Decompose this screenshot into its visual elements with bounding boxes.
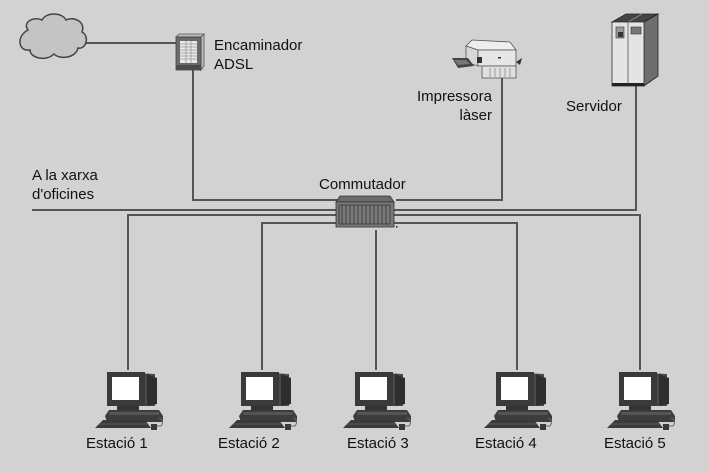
printer-label-line1: Impressora <box>416 88 492 105</box>
workstation-4 <box>483 371 553 431</box>
server-label: Servidor <box>566 98 622 115</box>
router-label-line2: ADSL <box>214 56 254 73</box>
office-network-label: A la xarxa d'oficines <box>32 166 98 204</box>
computer-icon <box>342 371 412 431</box>
workstation-5-label: Estació 5 <box>604 435 666 452</box>
computer-icon <box>606 371 676 431</box>
link-router-switch <box>192 68 338 201</box>
link-ws1-ws5 <box>127 214 641 370</box>
office-network-label-line1: A la xarxa <box>32 167 98 184</box>
workstation-1-label: Estació 1 <box>86 435 148 452</box>
workstation-2 <box>228 371 298 431</box>
link-office-server <box>32 86 637 211</box>
workstation-5 <box>606 371 676 431</box>
link-printer-switch <box>396 78 503 201</box>
workstation-3 <box>342 371 412 431</box>
switch-icon <box>335 195 398 228</box>
cloud-icon <box>19 13 88 60</box>
computer-icon <box>483 371 553 431</box>
workstation-3-label: Estació 3 <box>347 435 409 452</box>
printer-label: Impressora làser <box>380 87 492 125</box>
computer-icon <box>94 371 164 431</box>
server-icon <box>610 13 660 87</box>
router-icon <box>175 33 205 72</box>
workstation-2-label: Estació 2 <box>218 435 280 452</box>
office-network-label-line2: d'oficines <box>32 186 95 203</box>
printer-icon <box>452 39 522 79</box>
computer-icon <box>228 371 298 431</box>
router-label-line1: Encaminador <box>214 37 303 54</box>
workstation-1 <box>94 371 164 431</box>
link-ws2-ws4 <box>261 222 518 370</box>
printer-label-line2: làser <box>459 107 492 124</box>
switch-label: Commutador <box>319 176 406 193</box>
router-label: Encaminador ADSL <box>214 36 302 74</box>
workstation-4-label: Estació 4 <box>475 435 537 452</box>
